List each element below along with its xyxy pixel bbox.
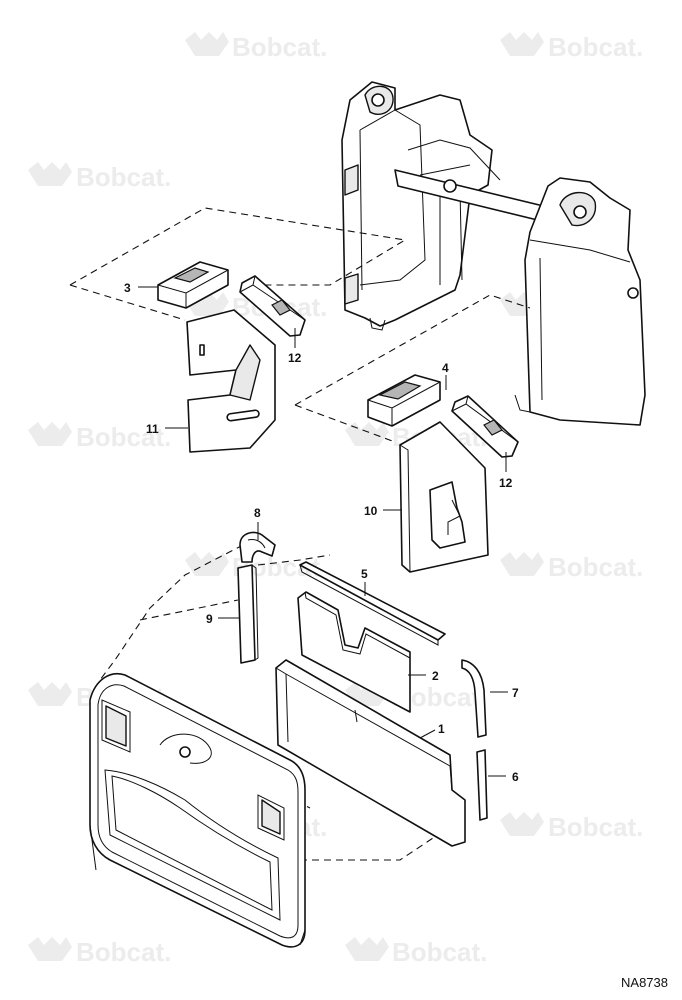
watermark-logo-icon (185, 32, 229, 56)
callout-1: 1 (438, 722, 445, 736)
callout-2: 2 (432, 669, 439, 683)
callout-12-lower: 12 (499, 476, 513, 490)
watermark-logo-icon (345, 937, 389, 961)
callout-8: 8 (254, 506, 261, 520)
part-8-clip (239, 531, 276, 563)
callout-9: 9 (206, 612, 213, 626)
front-panel (89, 673, 306, 948)
callout-6: 6 (512, 770, 519, 784)
watermark-text: Bobcat. (548, 32, 643, 62)
callout-11: 11 (146, 422, 159, 436)
callout-5: 5 (361, 567, 368, 581)
part-10-plate (399, 421, 489, 573)
callout-4: 4 (442, 361, 449, 375)
part-6-strip (476, 749, 488, 821)
watermark-text: Bobcat. (76, 937, 171, 967)
part-5-strip (299, 561, 446, 646)
callouts: 3 12 11 4 12 10 8 9 5 2 7 1 6 (124, 281, 519, 784)
watermark-text: Bobcat. (548, 552, 643, 582)
callout-7: 7 (512, 686, 519, 700)
watermark-logo-icon (28, 162, 72, 186)
loader-frame (341, 81, 646, 426)
watermark-text: Bobcat. (76, 162, 171, 192)
leader-lines (138, 286, 508, 777)
callout-3: 3 (124, 281, 131, 295)
part-12-wedge-upper (239, 275, 306, 337)
watermark-logo-icon (28, 422, 72, 446)
callout-12-upper: 12 (288, 351, 302, 365)
watermark-logo-icon (500, 552, 544, 576)
watermark-text: Bobcat. (76, 422, 171, 452)
watermark-logo-icon (28, 937, 72, 961)
part-12-wedge-lower (451, 395, 519, 458)
part-4-block (367, 374, 441, 427)
watermark-logo-icon (500, 32, 544, 56)
watermark-text: Bobcat. (232, 32, 327, 62)
watermark-text: Bobcat. (548, 812, 643, 842)
part-11-plate (186, 309, 276, 453)
watermark-logo-icon (28, 682, 72, 706)
watermark-text: Bobcat. (392, 937, 487, 967)
part-9-strip (237, 564, 259, 664)
callout-10: 10 (364, 504, 378, 518)
figure-id: NA8738 (621, 975, 668, 990)
part-2-panel (297, 591, 411, 713)
part-3-block (157, 261, 229, 309)
watermark-logo-icon (500, 812, 544, 836)
part-1-panel (275, 659, 466, 847)
part-7-strip (461, 659, 487, 738)
